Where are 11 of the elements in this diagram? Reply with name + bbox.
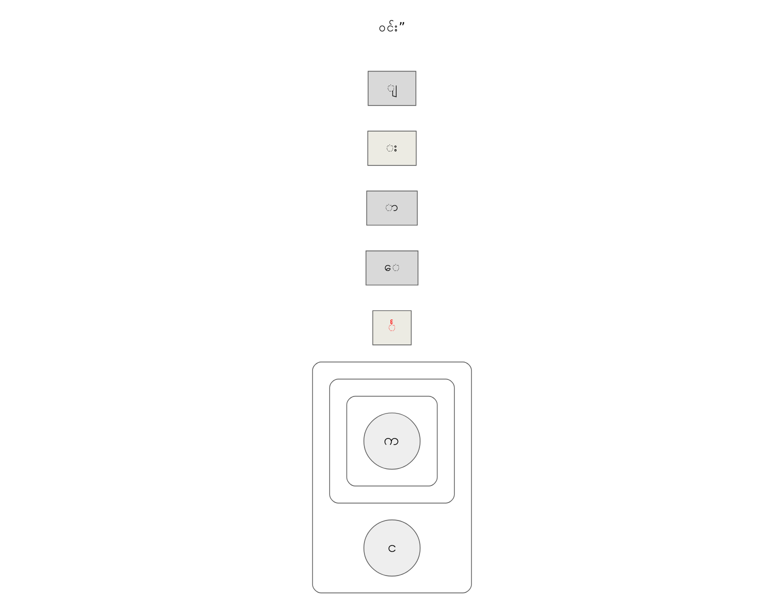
node-box: င်္ [372, 310, 412, 346]
node-box: ◌ာ [366, 190, 418, 226]
node-box: ◌း [367, 130, 417, 166]
label: ဝင်း” [378, 20, 406, 36]
node-box: ◌ျ [368, 70, 416, 106]
node-circle: င [364, 519, 420, 576]
node-box: ◌ေ [366, 250, 418, 286]
cluster [346, 396, 438, 486]
cluster [329, 378, 455, 504]
node-circle: က [364, 412, 420, 470]
cluster [312, 362, 472, 594]
